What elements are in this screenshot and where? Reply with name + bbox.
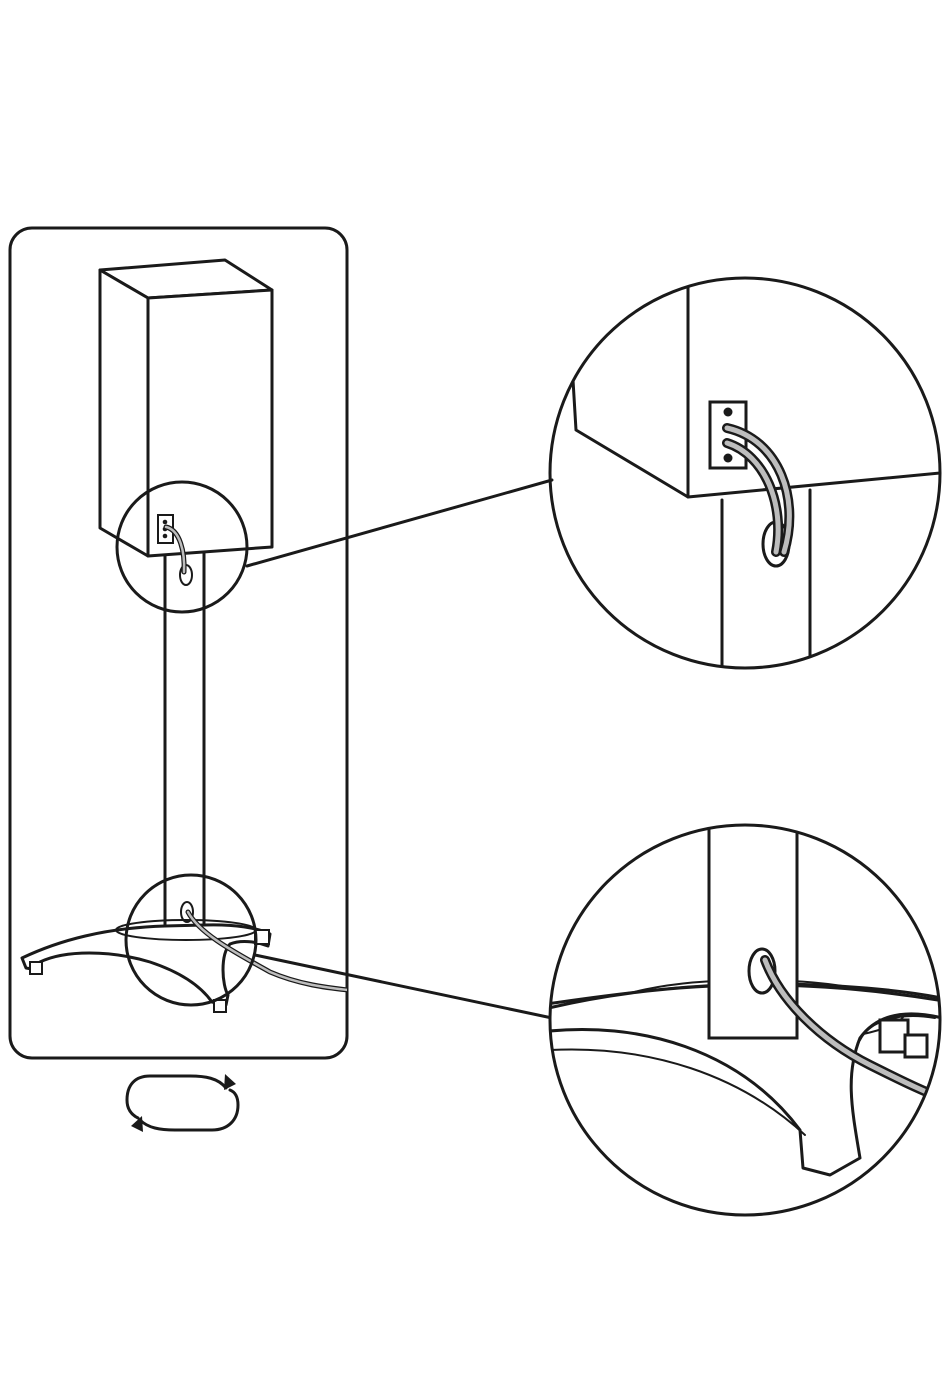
- overview-panel: [10, 228, 348, 1058]
- leader-line-bottom: [255, 955, 552, 1018]
- detail-terminal: [550, 270, 950, 700]
- rotate-icon: [127, 1074, 238, 1132]
- stand-base: [22, 920, 270, 1012]
- detail-base: [540, 820, 950, 1215]
- speaker-cable: [166, 527, 348, 990]
- detail-circle-top: [550, 278, 940, 668]
- leader-line-top: [247, 480, 552, 566]
